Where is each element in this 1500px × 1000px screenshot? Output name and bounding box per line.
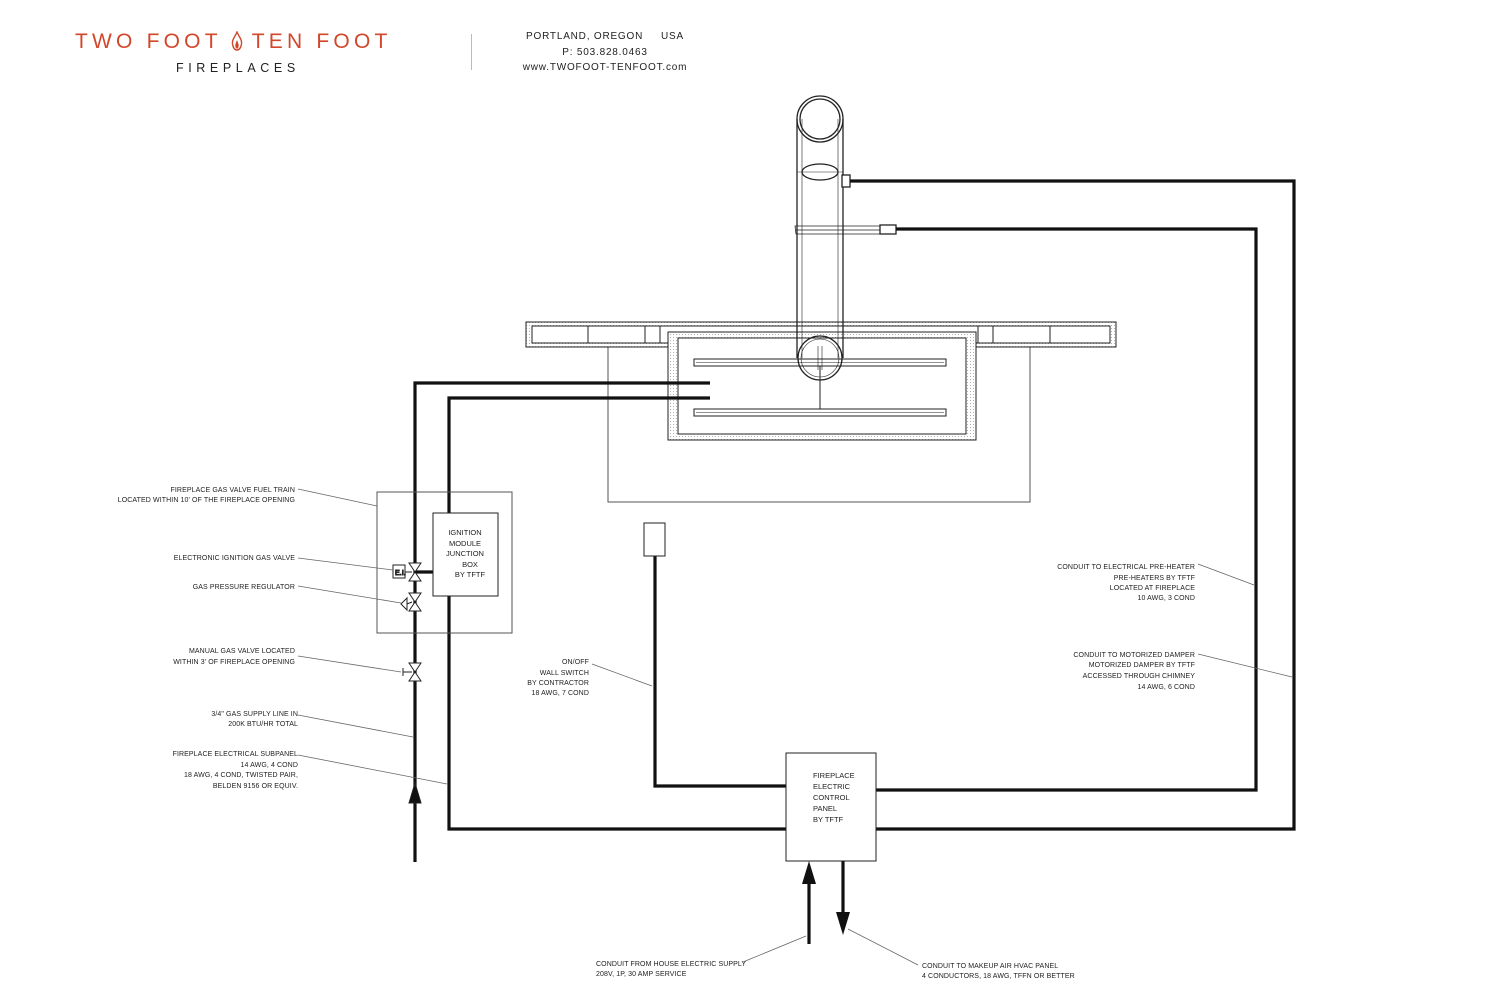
panel-line-2: ELECTRIC bbox=[813, 782, 851, 791]
fuel-train-enclosure bbox=[376, 491, 513, 634]
svg-text:CONDUIT TO MOTORIZED DAMPER: CONDUIT TO MOTORIZED DAMPER bbox=[1073, 652, 1195, 659]
svg-text:WITHIN 3' OF FIREPLACE OPENING: WITHIN 3' OF FIREPLACE OPENING bbox=[173, 659, 295, 666]
svg-text:18 AWG, 7 COND: 18 AWG, 7 COND bbox=[531, 690, 589, 697]
ignition-box-label: IGNITION MODULE JUNCTION BOX BY TFTF bbox=[446, 528, 485, 579]
valve-symbols: E.I. bbox=[392, 562, 422, 804]
wall-switch bbox=[643, 522, 666, 557]
fireplace-assembly bbox=[525, 321, 1117, 503]
svg-text:MOTORIZED DAMPER BY TFTF: MOTORIZED DAMPER BY TFTF bbox=[1089, 662, 1195, 669]
label-hvac: CONDUIT TO MAKEUP AIR HVAC PANEL 4 CONDU… bbox=[922, 963, 1075, 980]
svg-text:14 AWG, 4 COND: 14 AWG, 4 COND bbox=[240, 762, 298, 769]
svg-text:ELECTRONIC IGNITION GAS VALVE: ELECTRONIC IGNITION GAS VALVE bbox=[174, 555, 296, 562]
svg-text:CONDUIT TO MAKEUP AIR HVAC PAN: CONDUIT TO MAKEUP AIR HVAC PANEL bbox=[922, 963, 1058, 970]
svg-text:CONDUIT TO ELECTRICAL PRE-HEAT: CONDUIT TO ELECTRICAL PRE-HEATER bbox=[1057, 564, 1195, 571]
ignition-line-1: IGNITION bbox=[448, 528, 481, 537]
leader-lines bbox=[297, 488, 1293, 966]
control-panel-box bbox=[785, 752, 877, 862]
ignition-line-3: JUNCTION bbox=[446, 549, 484, 558]
control-panel-label: FIREPLACE ELECTRIC CONTROL PANEL BY TFTF bbox=[813, 771, 855, 824]
gas-flow-arrow bbox=[408, 781, 422, 804]
panel-line-3: CONTROL bbox=[813, 793, 850, 802]
svg-text:LOCATED AT FIREPLACE: LOCATED AT FIREPLACE bbox=[1110, 585, 1195, 592]
chimney-flue bbox=[794, 95, 897, 381]
panel-line-5: BY TFTF bbox=[813, 815, 844, 824]
svg-text:18 AWG, 4 COND, TWISTED PAIR,: 18 AWG, 4 COND, TWISTED PAIR, bbox=[184, 772, 298, 779]
svg-text:WALL SWITCH: WALL SWITCH bbox=[540, 670, 589, 677]
label-subpanel: FIREPLACE ELECTRICAL SUBPANEL 14 AWG, 4 … bbox=[173, 751, 298, 790]
brand-subtitle: FIREPLACES bbox=[176, 61, 300, 75]
svg-text:3/4" GAS SUPPLY LINE IN: 3/4" GAS SUPPLY LINE IN bbox=[211, 711, 298, 718]
ignition-line-2: MODULE bbox=[449, 539, 481, 548]
brand-right: TEN FOOT bbox=[251, 30, 392, 53]
svg-text:BELDEN 9156 OR EQUIV.: BELDEN 9156 OR EQUIV. bbox=[213, 783, 298, 790]
brand-left: TWO FOOT bbox=[75, 30, 222, 53]
svg-text:PRE-HEATERS BY TFTF: PRE-HEATERS BY TFTF bbox=[1114, 575, 1195, 582]
svg-text:BY CONTRACTOR: BY CONTRACTOR bbox=[527, 680, 589, 687]
svg-text:CONDUIT FROM HOUSE ELECTRIC SU: CONDUIT FROM HOUSE ELECTRIC SUPPLY bbox=[596, 961, 746, 968]
label-damper: CONDUIT TO MOTORIZED DAMPER MOTORIZED DA… bbox=[1073, 652, 1195, 691]
label-supply-line: 3/4" GAS SUPPLY LINE IN 200K BTU/HR TOTA… bbox=[211, 711, 298, 728]
label-wall-switch: ON/OFF WALL SWITCH BY CONTRACTOR 18 AWG,… bbox=[527, 659, 589, 697]
label-manual-valve: MANUAL GAS VALVE LOCATED WITHIN 3' OF FI… bbox=[173, 648, 295, 666]
svg-text:4 CONDUCTORS, 18 AWG, TFFN OR: 4 CONDUCTORS, 18 AWG, TFFN OR BETTER bbox=[922, 973, 1075, 980]
label-ignition-valve: ELECTRONIC IGNITION GAS VALVE bbox=[174, 555, 296, 562]
label-fuel-train: FIREPLACE GAS VALVE FUEL TRAIN LOCATED W… bbox=[118, 487, 295, 504]
panel-line-1: FIREPLACE bbox=[813, 771, 855, 780]
conduit-runs bbox=[413, 179, 1296, 862]
contact-location: PORTLAND, OREGON USA bbox=[526, 31, 684, 42]
up-arrow-icon bbox=[802, 861, 816, 884]
damper-motor-box bbox=[841, 174, 851, 188]
contact-phone[interactable]: P: 503.828.0463 bbox=[562, 46, 648, 58]
preheater-junction bbox=[879, 224, 897, 235]
valve-tag: E.I. bbox=[395, 570, 406, 577]
manual-valve-icon bbox=[402, 662, 422, 682]
svg-text:ACCESSED THROUGH CHIMNEY: ACCESSED THROUGH CHIMNEY bbox=[1083, 673, 1196, 680]
svg-text:MANUAL GAS VALVE LOCATED: MANUAL GAS VALVE LOCATED bbox=[189, 648, 295, 655]
svg-text:208V, 1P, 30 AMP SERVICE: 208V, 1P, 30 AMP SERVICE bbox=[596, 971, 687, 978]
label-regulator: GAS PRESSURE REGULATOR bbox=[193, 584, 295, 591]
header-divider bbox=[471, 34, 472, 70]
label-house-supply: CONDUIT FROM HOUSE ELECTRIC SUPPLY 208V,… bbox=[596, 961, 746, 978]
ignition-valve-icon bbox=[392, 562, 422, 582]
down-arrow-icon bbox=[836, 912, 850, 935]
flame-icon bbox=[231, 31, 242, 51]
ignition-line-4: BOX bbox=[462, 560, 478, 569]
svg-text:FIREPLACE GAS VALVE FUEL TRAIN: FIREPLACE GAS VALVE FUEL TRAIN bbox=[171, 487, 296, 494]
svg-text:GAS PRESSURE REGULATOR: GAS PRESSURE REGULATOR bbox=[193, 584, 295, 591]
ignition-junction-box bbox=[432, 512, 499, 597]
ignition-line-5: BY TFTF bbox=[455, 570, 486, 579]
svg-text:ON/OFF: ON/OFF bbox=[562, 659, 589, 666]
svg-text:200K BTU/HR TOTAL: 200K BTU/HR TOTAL bbox=[228, 721, 298, 728]
panel-line-4: PANEL bbox=[813, 804, 837, 813]
regulator-icon bbox=[400, 592, 422, 612]
header: TWO FOOT TEN FOOT FIREPLACES PORTLAND, OR… bbox=[0, 0, 1500, 90]
supply-arrows bbox=[802, 861, 850, 944]
contact-website[interactable]: www.TWOFOOT-TENFOOT.com bbox=[522, 62, 688, 73]
label-preheater: CONDUIT TO ELECTRICAL PRE-HEATER PRE-HEA… bbox=[1057, 564, 1195, 602]
brand-logo[interactable]: TWO FOOT TEN FOOT bbox=[75, 30, 392, 54]
svg-text:10 AWG, 3 COND: 10 AWG, 3 COND bbox=[1137, 595, 1195, 602]
svg-text:LOCATED WITHIN 10' OF THE FIRE: LOCATED WITHIN 10' OF THE FIREPLACE OPEN… bbox=[118, 497, 295, 504]
svg-text:14 AWG, 6 COND: 14 AWG, 6 COND bbox=[1137, 684, 1195, 691]
contact-block: PORTLAND, OREGON USA P: 503.828.0463 www… bbox=[500, 29, 710, 76]
svg-text:FIREPLACE ELECTRICAL SUBPANEL: FIREPLACE ELECTRICAL SUBPANEL bbox=[173, 751, 298, 758]
